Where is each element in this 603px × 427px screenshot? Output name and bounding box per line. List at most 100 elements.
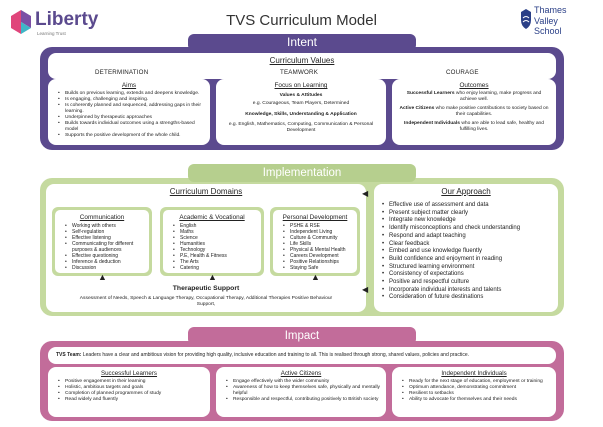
value-determination: DETERMINATION xyxy=(95,69,149,76)
list-item: Is engaging, challenging and inspiring. xyxy=(58,97,204,103)
active-citizens-list: Engage effectively with the wider commun… xyxy=(216,377,386,403)
list-item: Communicating for different purposes & a… xyxy=(65,241,145,253)
aims-title: Aims xyxy=(121,82,137,89)
list-item: Staying Safe xyxy=(283,265,353,271)
successful-learners-list: Positive engagement in their learning Ho… xyxy=(48,377,210,403)
list-item: Effective questioning xyxy=(65,253,145,259)
list-item: Discussion xyxy=(65,265,145,271)
list-item: Engage effectively with the wider commun… xyxy=(226,379,382,385)
active-citizens-title: Active Citizens xyxy=(280,370,322,377)
list-item: P.E, Health & Fitness xyxy=(173,253,257,259)
list-item: Builds towards individual outcomes using… xyxy=(58,121,204,133)
outcome-bold: Active Citizens xyxy=(399,106,435,111)
outcomes-box: Outcomes Successful Learners who enjoy l… xyxy=(392,79,556,145)
liberty-logo-name: Liberty xyxy=(35,9,99,30)
list-item: Physical & Mental Health xyxy=(283,247,353,253)
outcome-item: Successful Learners who enjoy learning, … xyxy=(398,91,550,103)
list-item: Identify misconceptions and check unders… xyxy=(382,225,554,233)
list-item: Consistency of expectations xyxy=(382,271,554,279)
liberty-logo-tagline: Learning Trust xyxy=(37,31,66,36)
list-item: Independent Living xyxy=(283,229,353,235)
list-item: Science xyxy=(173,235,257,241)
personal-title: Personal Development xyxy=(282,214,348,221)
communication-domain: Communication Working with others Self-r… xyxy=(52,207,152,276)
focus-values-heading: Values & Attitudes xyxy=(279,93,323,98)
list-item: Consideration of future destinations xyxy=(382,294,554,302)
list-item: Effective use of assessment and data xyxy=(382,202,554,210)
independent-individuals-box: Independent Individuals Ready for the ne… xyxy=(392,367,556,417)
list-item: Effective listening xyxy=(65,235,145,241)
impact-title: Impact xyxy=(188,327,416,345)
list-item: Ready for the next stage of education, e… xyxy=(402,379,552,385)
value-teamwork: TEAMWORK xyxy=(280,69,319,76)
list-item: Working with others xyxy=(65,223,145,229)
list-item: Supports the positive development of the… xyxy=(58,133,204,139)
logo-line-thames: Thames xyxy=(534,5,567,15)
page-title: TVS Curriculum Model xyxy=(226,12,377,29)
arrow-up-icon: ▲ xyxy=(311,272,320,282)
thames-valley-logo: Thames Valley School xyxy=(520,5,600,41)
list-item: Present subject matter clearly xyxy=(382,210,554,218)
curriculum-domains-title: Curriculum Domains xyxy=(169,187,243,196)
outcomes-list: Successful Learners who enjoy learning, … xyxy=(392,89,556,133)
list-item: Builds on previous learning, extends and… xyxy=(58,91,204,97)
focus-on-learning-box: Focus on Learning Values & Attitudes e.g… xyxy=(216,79,386,145)
arrow-left-icon: ◀ xyxy=(362,189,369,198)
list-item: Completion of planned programmes of stud… xyxy=(58,391,206,397)
focus-knowledge-text: e.g. English, Mathematics, Computing, Co… xyxy=(228,121,374,133)
list-item: Life Skills xyxy=(283,241,353,247)
successful-learners-title: Successful Learners xyxy=(100,370,158,377)
implementation-title: Implementation xyxy=(188,164,416,182)
list-item: Inference & deduction xyxy=(65,259,145,265)
value-courage: COURAGE xyxy=(446,69,479,76)
logo-line-valley: Valley xyxy=(534,15,558,26)
successful-learners-box: Successful Learners Positive engagement … xyxy=(48,367,210,417)
list-item: Awareness of how to keep themselves safe… xyxy=(226,385,382,397)
focus-knowledge-heading: Knowledge, Skills, Understanding & Appli… xyxy=(245,112,357,118)
communication-list: Working with others Self-regulation Effe… xyxy=(55,221,149,271)
outcome-bold: Independent Individuals xyxy=(404,121,460,126)
outcome-text: who are able to lead safe, healthy and f… xyxy=(459,121,544,132)
arrow-up-icon: ▲ xyxy=(98,272,107,282)
tvs-team-text: Leaders have a clear and ambitious visio… xyxy=(81,352,470,358)
list-item: Maths xyxy=(173,229,257,235)
aims-box: Aims Builds on previous learning, extend… xyxy=(48,79,210,145)
arrow-up-icon: ▲ xyxy=(208,272,217,282)
outcome-text: who enjoy learning, make progress and ac… xyxy=(454,91,542,102)
list-item: Structured learning environment xyxy=(382,264,554,272)
personal-list: PSHE & RSE Independent Living Culture & … xyxy=(273,221,357,271)
therapeutic-support-text: Assessment of Needs, Speech & Language T… xyxy=(79,296,333,307)
outcome-text: who make positive contributions to socie… xyxy=(434,106,549,117)
list-item: Embed and use knowledge fluently xyxy=(382,248,554,256)
arrow-left-icon: ◀ xyxy=(362,285,369,294)
personal-development-domain: Personal Development PSHE & RSE Independ… xyxy=(270,207,360,276)
list-item: Culture & Community xyxy=(283,235,353,241)
active-citizens-box: Active Citizens Engage effectively with … xyxy=(216,367,386,417)
academic-title: Academic & Vocational xyxy=(179,214,245,221)
therapeutic-support-title: Therapeutic Support xyxy=(172,285,240,292)
curriculum-values-title: Curriculum Values xyxy=(269,56,335,65)
list-item: The Arts xyxy=(173,259,257,265)
curriculum-values-box xyxy=(48,53,556,79)
list-item: Resilient to setbacks xyxy=(402,391,552,397)
list-item: Read widely and fluently xyxy=(58,397,206,403)
list-item: Positive engagement in their learning xyxy=(58,379,206,385)
independent-individuals-list: Ready for the next stage of education, e… xyxy=(392,377,556,403)
list-item: Catering xyxy=(173,265,257,271)
liberty-logo: Liberty Learning Trust xyxy=(8,6,108,40)
academic-vocational-domain: Academic & Vocational English Maths Scie… xyxy=(160,207,264,276)
aims-list: Builds on previous learning, extends and… xyxy=(48,89,210,139)
tvs-team-box xyxy=(48,347,556,364)
outcome-item: Active Citizens who make positive contri… xyxy=(398,106,550,118)
list-item: Ability to advocate for themselves and t… xyxy=(402,397,552,403)
communication-title: Communication xyxy=(79,214,125,221)
tvs-team-statement: TVS Team: Leaders have a clear and ambit… xyxy=(56,352,552,358)
list-item: Integrate new knowledge xyxy=(382,217,554,225)
list-item: Incorporate individual interests and tal… xyxy=(382,287,554,295)
list-item: Optimum attendance, demonstrating commit… xyxy=(402,385,552,391)
list-item: Responsible and respectful, contributing… xyxy=(226,397,382,403)
outcome-item: Independent Individuals who are able to … xyxy=(398,121,550,133)
focus-title: Focus on Learning xyxy=(274,82,328,89)
list-item: Technology xyxy=(173,247,257,253)
list-item: Positive and respectful culture xyxy=(382,279,554,287)
